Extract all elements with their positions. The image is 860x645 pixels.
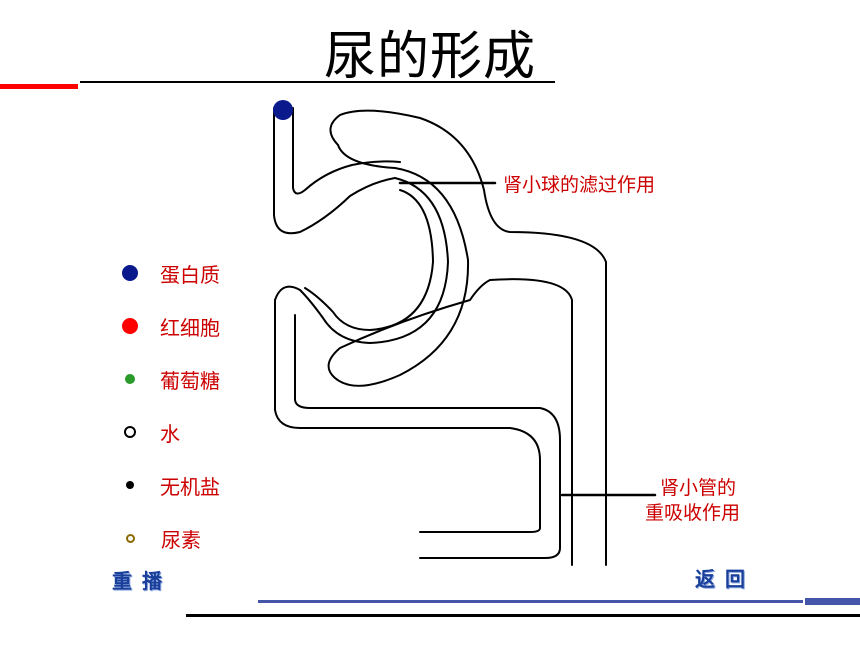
protein-dot-icon xyxy=(122,265,138,281)
legend-glucose: 葡萄糖 xyxy=(122,365,220,393)
afferent-vessel-inner xyxy=(292,107,401,195)
title-accent-bar xyxy=(0,84,78,89)
back-button[interactable]: 返回 xyxy=(695,567,755,591)
tubule-label-line2: 重吸收作用 xyxy=(645,502,741,524)
page-title: 尿的形成 xyxy=(323,27,536,87)
capsule-outer xyxy=(339,109,607,566)
legend-inorganic-salt: 无机盐 xyxy=(122,471,220,499)
afferent-vessel-outer xyxy=(273,107,396,235)
footer-black-line xyxy=(186,614,860,617)
salt-dot-icon xyxy=(126,481,134,489)
legend-water: 水 xyxy=(122,418,180,446)
replay-button[interactable]: 重播 xyxy=(112,569,172,593)
glomerulus-label: 肾小球的滤过作用 xyxy=(503,174,656,196)
capsule-inner xyxy=(327,144,573,566)
protein-particle xyxy=(273,100,293,120)
title-underline xyxy=(80,81,555,83)
glucose-dot-icon xyxy=(125,374,135,384)
tubule-inner xyxy=(294,314,561,559)
legend-protein: 蛋白质 xyxy=(122,259,220,287)
footer-blue-line xyxy=(258,600,803,603)
legend-urea: 尿素 xyxy=(122,524,201,552)
red-blood-cell-dot-icon xyxy=(122,318,138,334)
tubule-label-line1: 肾小管的 xyxy=(660,477,737,499)
tubule-outer xyxy=(274,299,541,533)
legend-red-blood-cell: 红细胞 xyxy=(122,312,220,340)
capsule-top xyxy=(329,114,341,146)
urea-ring-icon xyxy=(126,533,135,543)
glomerulus-outer xyxy=(274,177,449,344)
water-ring-icon xyxy=(124,426,136,438)
footer-blue-accent xyxy=(805,598,860,605)
glomerulus-inner xyxy=(304,189,434,331)
